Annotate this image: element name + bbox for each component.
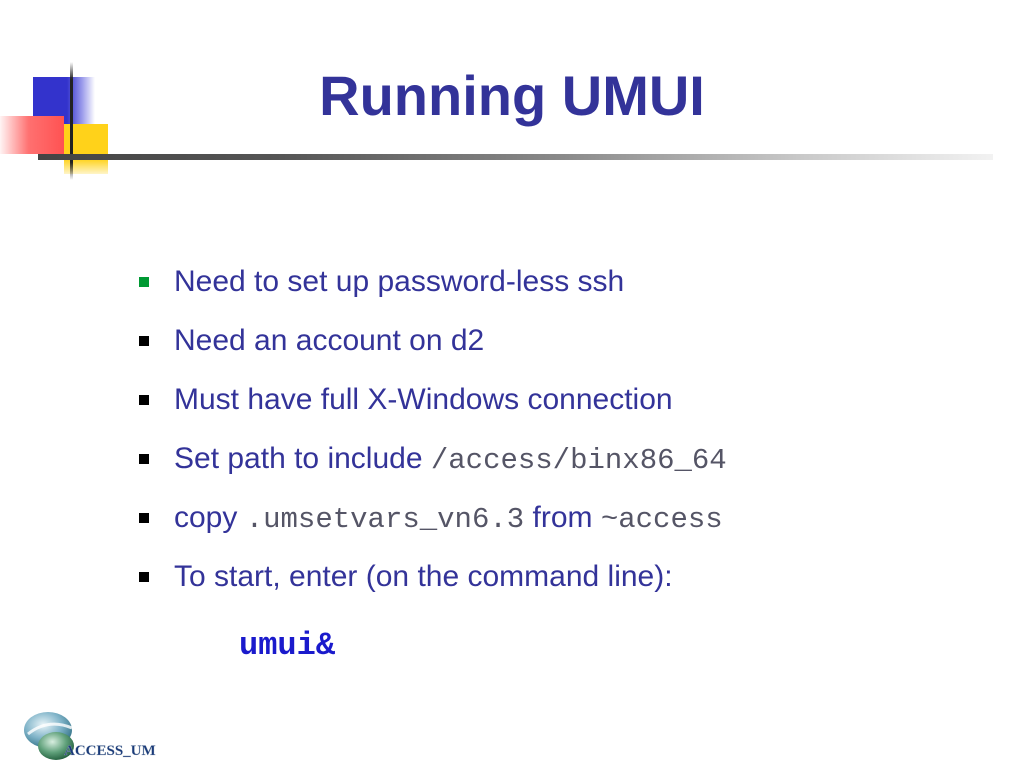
- bullet-item: Need to set up password-less ssh: [137, 262, 997, 302]
- bullet-square-icon: [139, 336, 149, 346]
- bullet-text: Need an account on d2: [174, 324, 485, 357]
- bullet-item: Need an account on d2: [137, 321, 997, 361]
- command-text: umui&: [239, 627, 336, 664]
- decorative-red-bar: [0, 116, 64, 154]
- bullet-item: copy .umsetvars_vn6.3 from ~access: [137, 498, 997, 538]
- bullet-item: Set path to include /access/binx86_64: [137, 439, 997, 479]
- code-directory: ~access: [600, 503, 723, 536]
- bullet-square-icon: [139, 454, 149, 464]
- bullet-square-icon: [139, 395, 149, 405]
- bullet-text: copy: [174, 501, 246, 534]
- title-underline-rule: [38, 154, 993, 160]
- bullet-square-icon: [139, 572, 149, 582]
- code-path: /access/binx86_64: [430, 444, 727, 477]
- logo-text: ACCESS_UM: [64, 743, 156, 759]
- bullet-text: Must have full X-Windows connection: [174, 383, 673, 416]
- slide-title: Running UMUI: [319, 64, 705, 127]
- bullet-text: Set path to include: [174, 442, 431, 475]
- bullet-text: To start, enter (on the command line):: [174, 560, 673, 593]
- bullet-item: To start, enter (on the command line):: [137, 557, 997, 597]
- access-um-logo: ACCESS_UM: [20, 708, 190, 766]
- bullet-list: Need to set up password-less ssh Need an…: [137, 262, 997, 616]
- bullet-text: from: [524, 501, 601, 534]
- code-filename: .umsetvars_vn6.3: [245, 503, 525, 536]
- bullet-text: Need to set up password-less ssh: [174, 265, 625, 298]
- logo-graphic: ACCESS_UM: [24, 712, 156, 760]
- bullet-square-icon: [139, 513, 149, 523]
- bullet-square-icon: [139, 277, 149, 287]
- decorative-vertical-line: [70, 62, 73, 180]
- bullet-item: Must have full X-Windows connection: [137, 380, 997, 420]
